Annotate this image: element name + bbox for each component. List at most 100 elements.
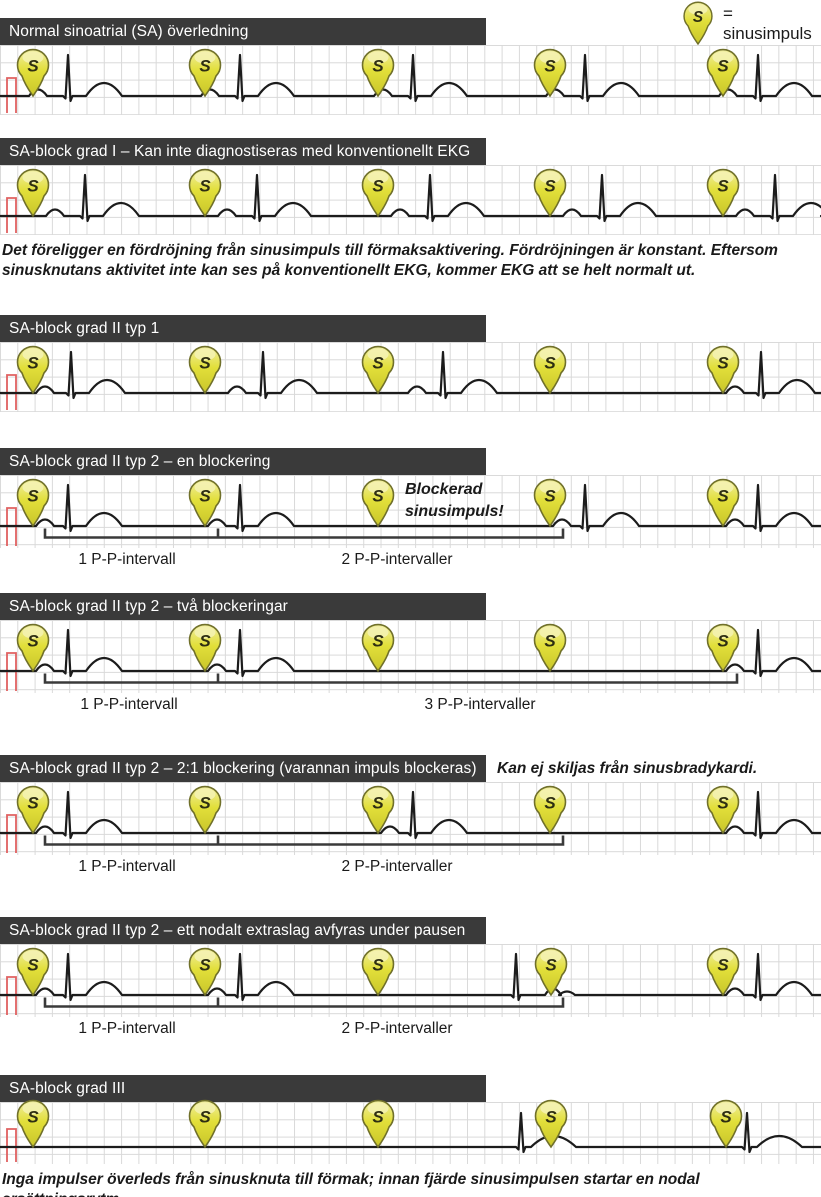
sinus-impulse-pin: S [188, 48, 222, 98]
sinus-impulse-pin: S [188, 785, 222, 835]
annotation-line: sinusimpuls! [405, 503, 504, 520]
sinus-impulse-pin: S [706, 785, 740, 835]
blocked-impulse-annotation: Blockerad sinusimpuls! [405, 479, 504, 523]
panel-header: SA-block grad II typ 2 – en blockering [0, 448, 486, 475]
pin-letter: S [27, 354, 39, 373]
sinus-impulse-pin: S [706, 48, 740, 98]
pp-interval-bracket [43, 997, 565, 1008]
pin-highlight [22, 51, 44, 64]
sinus-impulse-pin: S [16, 345, 50, 395]
pin-highlight [367, 626, 389, 639]
pin-highlight [539, 481, 561, 494]
pp-interval-label-1: 1 P-P-intervall [78, 1020, 176, 1037]
pin-letter: S [199, 177, 211, 196]
pin-highlight [539, 348, 561, 361]
pp-interval-label-2: 2 P-P-intervaller [341, 858, 453, 875]
pin-letter: S [199, 956, 211, 975]
pin-highlight [712, 788, 734, 801]
pin-letter: S [717, 57, 729, 76]
pin-letter: S [27, 57, 39, 76]
pin-letter: S [27, 956, 39, 975]
pin-highlight [22, 1102, 44, 1115]
panel-header: SA-block grad I – Kan inte diagnostisera… [0, 138, 486, 165]
sinus-impulse-pin: S [361, 1099, 395, 1149]
sinus-impulse-pin: S [16, 48, 50, 98]
sinus-impulse-pin: S [533, 168, 567, 218]
calibration-mark [6, 1128, 17, 1162]
pin-letter: S [372, 57, 384, 76]
sinus-impulse-pin: S [188, 947, 222, 997]
pin-highlight [194, 950, 216, 963]
sinus-impulse-pin: S [706, 623, 740, 673]
pin-highlight [712, 348, 734, 361]
pin-letter: S [199, 354, 211, 373]
pin-letter: S [717, 956, 729, 975]
panel-header: SA-block grad III [0, 1075, 486, 1102]
pin-letter: S [372, 956, 384, 975]
pin-highlight [367, 51, 389, 64]
sinus-impulse-pin: S [533, 478, 567, 528]
panel-title: SA-block grad I – Kan inte diagnostisera… [9, 143, 471, 160]
sinus-impulse-pin: S [534, 1099, 568, 1149]
panel-header: SA-block grad II typ 2 – två blockeringa… [0, 593, 486, 620]
pin-highlight [22, 626, 44, 639]
pin-highlight [539, 171, 561, 184]
panel-header: SA-block grad II typ 1 [0, 315, 486, 342]
pin-highlight [367, 950, 389, 963]
pin-highlight [194, 481, 216, 494]
pin-letter: S [199, 794, 211, 813]
pin-highlight [22, 788, 44, 801]
sinus-impulse-pin: S [188, 168, 222, 218]
pin-letter: S [717, 487, 729, 506]
pp-interval-bracket [43, 528, 565, 539]
pin-highlight [712, 626, 734, 639]
sinus-impulse-pin: S [188, 345, 222, 395]
pin-highlight [540, 950, 562, 963]
sinus-impulse-pin: S [188, 1099, 222, 1149]
pp-interval-bracket [43, 673, 739, 684]
sinus-impulse-pin: S [533, 48, 567, 98]
pin-letter: S [720, 1108, 732, 1127]
pin-letter: S [27, 487, 39, 506]
pin-highlight [712, 950, 734, 963]
sinus-impulse-pin: S [534, 947, 568, 997]
panel-title: SA-block grad III [9, 1080, 126, 1097]
sinus-impulse-pin: S [706, 478, 740, 528]
pp-interval-label-2: 2 P-P-intervaller [341, 551, 453, 568]
pp-interval-label-1: 1 P-P-intervall [78, 551, 176, 568]
sinus-impulse-pin: S [706, 345, 740, 395]
sinus-impulse-pin: S [533, 623, 567, 673]
pin-highlight [194, 788, 216, 801]
panel-caption: Inga impulser överleds från sinusknuta t… [2, 1171, 700, 1197]
sinus-impulse-pin: S [361, 168, 395, 218]
pin-highlight [539, 788, 561, 801]
sinus-impulse-pin: S [683, 1, 713, 46]
pin-letter: S [372, 1108, 384, 1127]
pin-letter: S [717, 354, 729, 373]
panel-title: SA-block grad II typ 2 – två blockeringa… [9, 598, 288, 615]
pin-highlight [194, 626, 216, 639]
panel-title: Normal sinoatrial (SA) överledning [9, 23, 249, 40]
pin-highlight [22, 348, 44, 361]
pin-highlight [194, 171, 216, 184]
pin-highlight [715, 1102, 737, 1115]
pin-letter: S [199, 57, 211, 76]
pp-interval-label-1: 1 P-P-intervall [80, 696, 178, 713]
annotation-line: Blockerad [405, 481, 483, 498]
sinus-impulse-pin: S [706, 947, 740, 997]
panel-title: SA-block grad II typ 2 – en blockering [9, 453, 271, 470]
pin-letter: S [544, 632, 556, 651]
pin-highlight [367, 481, 389, 494]
pin-letter: S [544, 794, 556, 813]
pin-letter: S [27, 177, 39, 196]
ecg-trace [0, 1111, 821, 1154]
pin-highlight [712, 481, 734, 494]
pin-highlight [540, 1102, 562, 1115]
